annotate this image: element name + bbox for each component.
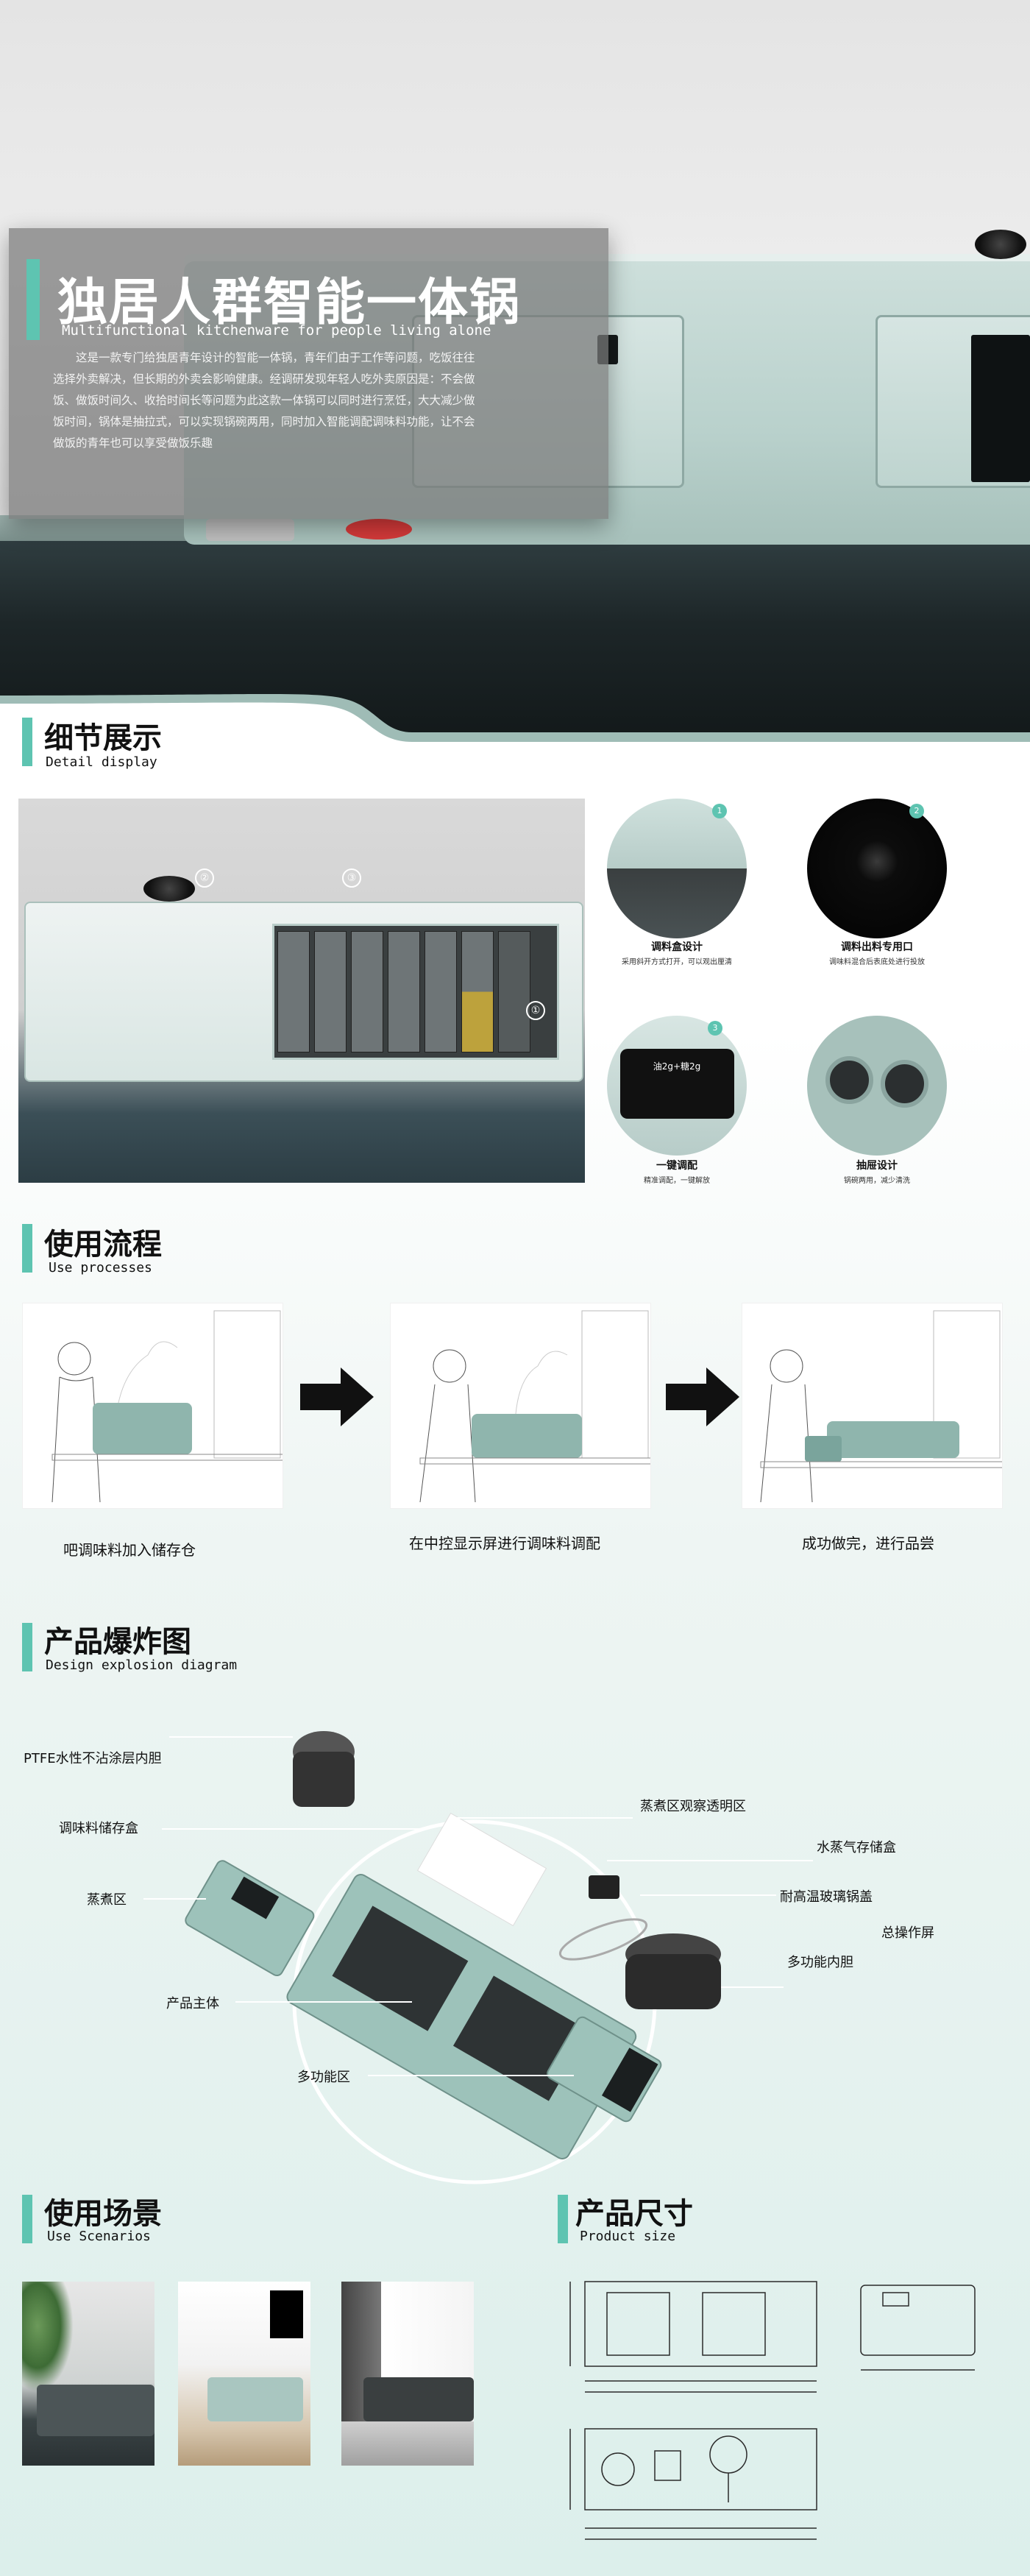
detail-circle-drawer bbox=[807, 1016, 947, 1156]
intro-description: 这是一款专门给独居青年设计的智能一体锅，青年们由于工作等问题，吃饭往往选择外卖解… bbox=[53, 351, 475, 450]
explosion-label-liner: PTFE水性不沾涂层内胆 bbox=[24, 1751, 162, 1766]
size-title: 产品尺寸 bbox=[575, 2197, 693, 2231]
sketch-drawing-2 bbox=[419, 1310, 650, 1503]
bowl bbox=[206, 519, 294, 541]
intro-accent-bar bbox=[26, 259, 40, 340]
seasoning-box-5 bbox=[425, 931, 457, 1052]
seasoning-box-4 bbox=[388, 931, 420, 1052]
explosion-label-window: 蒸煮区观察透明区 bbox=[640, 1799, 746, 1814]
sketch-drawing-3 bbox=[760, 1310, 1002, 1503]
process-sketch-2 bbox=[390, 1303, 651, 1509]
control-screen bbox=[620, 1049, 734, 1119]
size-accent-bar bbox=[558, 2195, 568, 2243]
process-step-1: 吧调味料加入储存仓 bbox=[63, 1541, 196, 1559]
explosion-label-multi-area: 多功能区 bbox=[297, 2070, 350, 2085]
tomato bbox=[346, 519, 412, 539]
sketch-drawing-1 bbox=[52, 1310, 283, 1503]
process-step-2: 在中控显示屏进行调味料调配 bbox=[409, 1535, 600, 1552]
scenario-image-3 bbox=[341, 2282, 474, 2466]
feature-label-1: 调料盒设计 bbox=[651, 941, 703, 953]
intro-panel bbox=[9, 228, 608, 519]
feature-desc-3: 精准调配，一键解放 bbox=[644, 1177, 710, 1185]
explosion-label-screen: 总操作屏 bbox=[881, 1925, 934, 1941]
screen-readout: 油2g+糖2g bbox=[653, 1061, 701, 1072]
detail-marker-1: ① bbox=[526, 1001, 545, 1020]
detail-accent-bar bbox=[22, 718, 32, 766]
lid-knob bbox=[975, 230, 1026, 259]
process-sketch-1 bbox=[22, 1303, 283, 1509]
feature-label-2: 调料出料专用口 bbox=[841, 941, 913, 953]
lid-knob-detail bbox=[143, 876, 195, 902]
scenario-floor-3 bbox=[341, 2421, 474, 2466]
hero-wave bbox=[0, 662, 1030, 743]
detail-circle-num-1: 1 bbox=[712, 804, 727, 818]
explosion-label-steam-box: 水蒸气存储盒 bbox=[817, 1840, 896, 1855]
explosion-accent-bar bbox=[22, 1623, 32, 1671]
detail-title: 细节展示 bbox=[44, 721, 162, 755]
scenarios-accent-bar bbox=[22, 2195, 32, 2243]
seasoning-box-3 bbox=[351, 931, 383, 1052]
explosion-label-multi-liner: 多功能内胆 bbox=[787, 1955, 853, 1970]
process-subtitle: Use processes bbox=[49, 1260, 152, 1275]
scenarios-title: 使用场景 bbox=[44, 2197, 162, 2231]
hero-section: 独居人群智能一体锅 Multifunctional kitchenware fo… bbox=[0, 0, 1030, 743]
feature-label-4: 抽屉设计 bbox=[856, 1160, 898, 1172]
seasoning-box-7 bbox=[498, 931, 530, 1052]
explosion-label-steam-area: 蒸煮区 bbox=[87, 1892, 127, 1908]
detail-marker-3: ③ bbox=[342, 868, 361, 888]
drawer-handle-right bbox=[971, 335, 1030, 482]
feature-label-3: 一键调配 bbox=[656, 1160, 697, 1172]
detail-main-image: ② ③ ① bbox=[18, 799, 585, 1183]
size-drawings bbox=[569, 2281, 976, 2540]
explosion-label-glass-lid: 耐高温玻璃锅盖 bbox=[780, 1889, 873, 1905]
explosion-label-body: 产品主体 bbox=[166, 1996, 219, 2011]
process-accent-bar bbox=[22, 1224, 32, 1273]
process-arrow-2 bbox=[666, 1367, 739, 1426]
scenarios-subtitle: Use Scenarios bbox=[47, 2229, 151, 2244]
explosion-label-seasoning: 调味料储存盒 bbox=[59, 1821, 138, 1836]
process-sketch-3 bbox=[742, 1303, 1003, 1509]
explosion-title: 产品爆炸图 bbox=[44, 1625, 191, 1659]
explosion-subtitle: Design explosion diagram bbox=[46, 1657, 238, 1673]
detail-circle-num-2: 2 bbox=[909, 804, 924, 818]
size-subtitle: Product size bbox=[580, 2229, 676, 2244]
scenario-image-2 bbox=[178, 2282, 310, 2466]
process-title: 使用流程 bbox=[44, 1228, 162, 1262]
detail-circle-outlet bbox=[807, 799, 947, 938]
feature-desc-4: 锅碗两用，减少清洗 bbox=[844, 1177, 910, 1185]
feature-desc-1: 采用斜开方式打开，可以观出厘清 bbox=[622, 958, 732, 966]
feature-desc-2: 调味料混合后表底处进行投放 bbox=[829, 958, 925, 966]
detail-subtitle: Detail display bbox=[46, 754, 157, 770]
page-subtitle: Multifunctional kitchenware for people l… bbox=[62, 322, 491, 339]
scenario-appliance-1 bbox=[37, 2385, 154, 2436]
detail-circle-seasoning-box bbox=[607, 799, 747, 938]
pot-cavity-2 bbox=[881, 1060, 928, 1108]
process-arrow-1 bbox=[300, 1367, 374, 1426]
scenario-appliance-3 bbox=[363, 2377, 474, 2421]
wall-frame bbox=[270, 2290, 303, 2338]
detail-circle-screen: 油2g+糖2g bbox=[607, 1016, 747, 1156]
pot-cavity-1 bbox=[825, 1056, 873, 1104]
seasoning-box-2 bbox=[314, 931, 347, 1052]
seasoning-box-6 bbox=[461, 931, 494, 1052]
detail-circle-num-3: 3 bbox=[708, 1021, 722, 1036]
page-title: 独居人群智能一体锅 bbox=[57, 274, 522, 332]
scenario-image-1 bbox=[22, 2282, 154, 2466]
plant bbox=[22, 2282, 74, 2392]
process-step-3: 成功做完，进行品尝 bbox=[802, 1535, 934, 1552]
explosion-diagram bbox=[143, 1731, 813, 2184]
seasoning-box-1 bbox=[277, 931, 310, 1052]
detail-marker-2: ② bbox=[195, 868, 214, 888]
scenario-appliance-2 bbox=[207, 2377, 303, 2421]
